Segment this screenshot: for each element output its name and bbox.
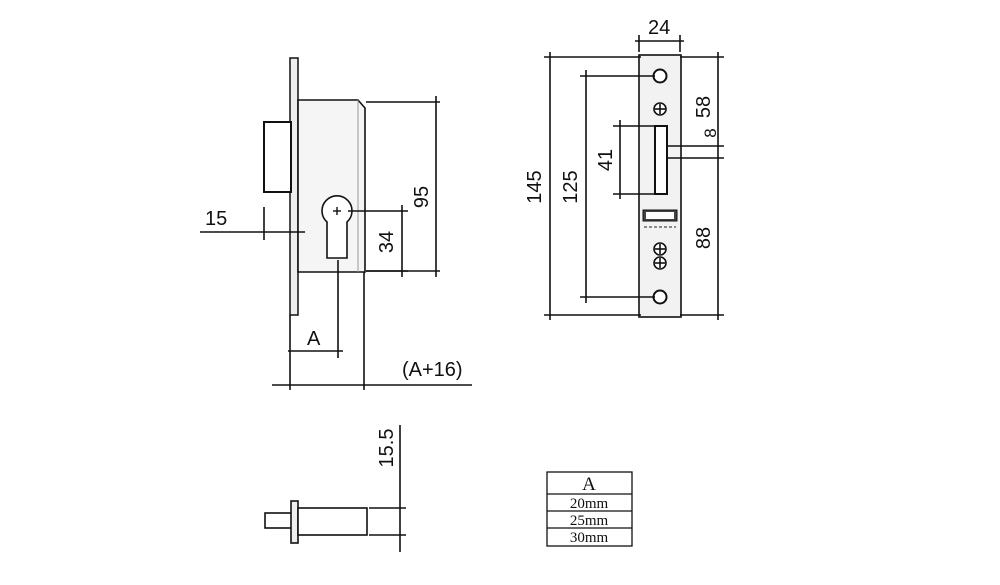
latch-bolt	[263, 121, 292, 193]
dim-strike-bottom: 88	[693, 227, 715, 249]
dim-cylinder-to-bolt: 34	[376, 231, 398, 253]
latch-slot	[654, 125, 668, 195]
dim-strike-width: 24	[648, 17, 670, 39]
bolt-flange	[290, 500, 299, 544]
screw-hole-top	[652, 68, 668, 84]
bolt-side-view	[264, 500, 368, 544]
bolt-head	[297, 507, 368, 536]
strike-plate-view	[638, 54, 682, 318]
table-row: 20mm	[570, 496, 609, 512]
strike-plate-dimensions	[544, 35, 724, 320]
bolt-shaft	[264, 512, 294, 529]
lock-case	[297, 99, 366, 273]
screw-lower-a	[653, 242, 667, 256]
backset-table	[546, 471, 633, 547]
dim-strike-total-height: 145	[524, 170, 546, 203]
dim-screw-spacing: 125	[560, 170, 582, 203]
lock-front-view	[263, 57, 366, 316]
screw-upper	[653, 102, 667, 116]
cylinder-hole	[321, 195, 353, 259]
screw-hole-bottom	[652, 289, 668, 305]
dim-slot-height: 41	[595, 149, 617, 171]
dim-faceplate-offset: 15	[205, 208, 227, 230]
dim-overall: (A+16)	[402, 359, 463, 381]
dim-case-height: 95	[411, 186, 433, 208]
table-header: A	[582, 474, 596, 495]
dim-strike-top: 58	[693, 96, 715, 118]
table-row: 25mm	[570, 513, 609, 529]
table-row: 30mm	[570, 530, 609, 546]
dim-backset: A	[307, 328, 321, 350]
dim-bolt-projection: 15.5	[376, 429, 398, 468]
screw-lower-b	[653, 256, 667, 270]
bolt-dimensions	[369, 425, 406, 552]
front-view-dimensions	[200, 96, 472, 390]
dim-slot-gap: 8	[701, 128, 720, 137]
